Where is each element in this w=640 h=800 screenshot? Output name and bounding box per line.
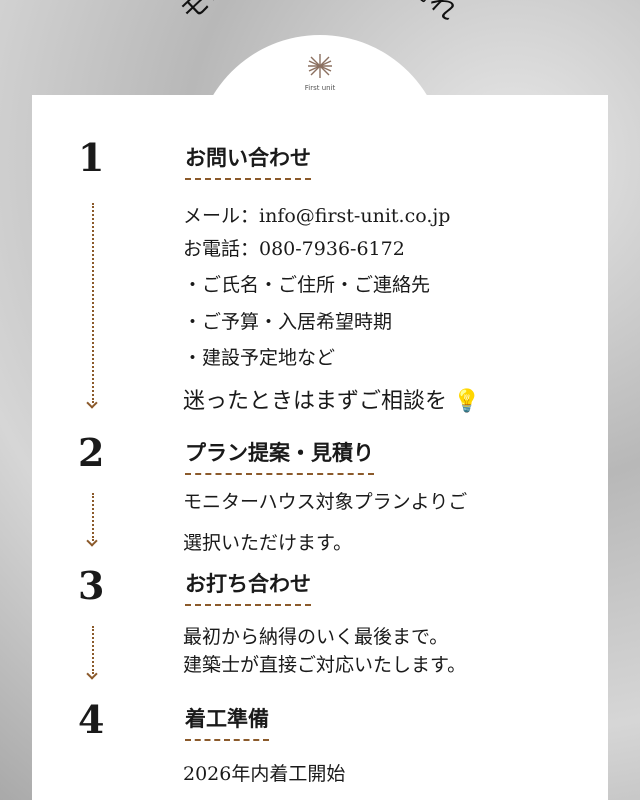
page-title: モニターハウスの流れ	[175, 0, 463, 28]
step-heading: お問い合わせ	[185, 142, 311, 180]
email-line: メール：info@first-unit.co.jp	[183, 205, 451, 227]
arched-title: モニターハウスの流れ	[175, 0, 465, 28]
step-heading: お打ち合わせ	[185, 568, 311, 606]
step-number: 2	[78, 430, 105, 475]
step-text: 2026年内着工開始	[183, 763, 346, 785]
list-item: ・建設予定地など	[183, 347, 336, 369]
step-number: 4	[78, 697, 105, 742]
dotted-arrow-icon	[92, 493, 94, 541]
svg-text:モニターハウスの流れ: モニターハウスの流れ	[175, 0, 465, 28]
logo-text: First unit	[304, 84, 336, 92]
step-text: 最初から納得のいく最後まで。	[183, 626, 449, 648]
step-text: 選択いただけます。	[183, 532, 353, 554]
consult-note-text: 迷ったときはまずご相談を	[183, 389, 448, 414]
lightbulb-icon: 💡	[453, 389, 481, 414]
step-text: モニターハウス対象プランよりご	[183, 491, 468, 513]
logo-mark-icon	[308, 54, 332, 78]
list-item: ・ご予算・入居希望時期	[183, 311, 393, 333]
logo: First unit	[300, 52, 340, 92]
step-heading: 着工準備	[185, 703, 269, 741]
step-heading: プラン提案・見積り	[185, 437, 374, 475]
list-item: ・ご氏名・ご住所・ご連絡先	[183, 274, 431, 296]
dotted-arrow-icon	[92, 626, 94, 674]
phone-line: お電話：080-7936-6172	[183, 238, 405, 260]
step-number: 3	[78, 563, 105, 608]
step-text: 建築士が直接ご対応いたします。	[183, 654, 467, 676]
content-card	[32, 95, 608, 800]
consult-note: 迷ったときはまずご相談を💡	[183, 383, 480, 415]
step-number: 1	[78, 135, 105, 180]
dotted-arrow-icon	[92, 203, 94, 403]
